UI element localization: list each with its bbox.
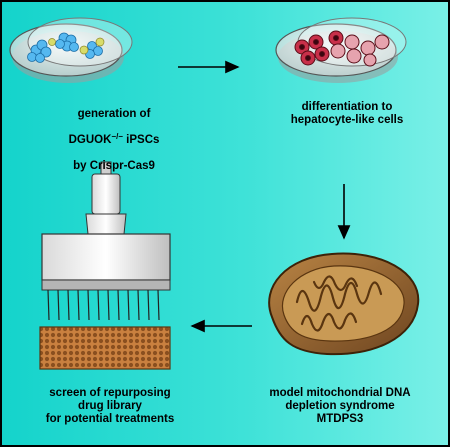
well-plate-icon xyxy=(39,326,171,370)
step2-label: differentiation to hepatocyte-like cells xyxy=(290,101,404,126)
petri-dish-ipsc-icon xyxy=(9,17,133,83)
multichannel-pipette-icon xyxy=(41,161,171,321)
step1-label: generation of DGUOK−/− iPSCs by Crispr-C… xyxy=(68,108,160,172)
step3-label: model mitochondrial DNA depletion syndro… xyxy=(269,387,411,425)
petri-dish-hepatocyte-icon xyxy=(275,17,407,83)
mitochondrion-icon xyxy=(268,252,420,356)
step4-label: screen of repurposing drug library for p… xyxy=(45,387,175,425)
